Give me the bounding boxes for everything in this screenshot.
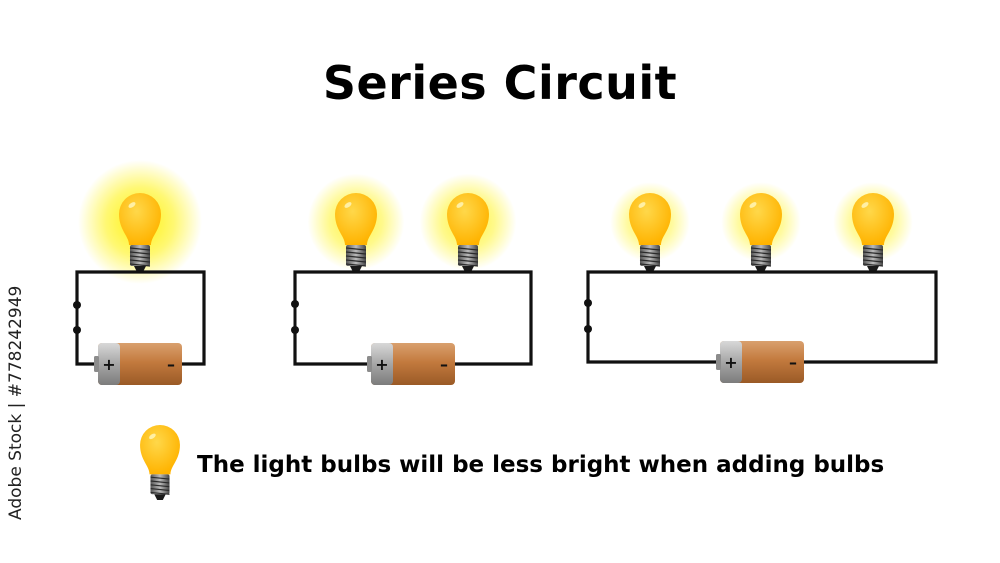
bulb-thread xyxy=(345,251,367,255)
light-bulb-icon xyxy=(78,160,202,284)
bulb-highlight xyxy=(749,202,757,208)
bulb-thread xyxy=(750,259,772,263)
circuit-3-bulb: +– xyxy=(584,182,938,383)
bulb-thread xyxy=(750,263,772,267)
page-title: Series Circuit xyxy=(322,56,678,110)
bulb-highlight xyxy=(149,433,156,440)
light-bulb-icon xyxy=(721,182,801,272)
battery-plus-label: + xyxy=(375,355,388,374)
battery-minus-label: – xyxy=(167,355,175,374)
battery-cap xyxy=(98,343,120,385)
bulb-thread xyxy=(750,255,772,259)
battery-cap xyxy=(720,341,742,383)
battery-terminal xyxy=(367,356,372,372)
bulb-thread xyxy=(457,247,479,251)
bulb-thread xyxy=(129,263,151,267)
bulb-thread xyxy=(862,259,884,263)
battery-terminal xyxy=(716,354,721,370)
bulb-thread xyxy=(639,247,661,251)
light-bulb-icon xyxy=(833,182,913,272)
battery-terminal xyxy=(94,356,99,372)
caption-text: The light bulbs will be less bright when… xyxy=(197,452,885,478)
bulb-thread xyxy=(862,251,884,255)
bulb-highlight xyxy=(128,202,136,208)
bulb-thread xyxy=(150,491,170,495)
battery-plus-label: + xyxy=(724,353,737,372)
circuit-2-bulb: +– xyxy=(291,173,533,385)
battery-icon: +– xyxy=(94,343,182,385)
bulb-highlight xyxy=(861,202,869,208)
bulb-thread xyxy=(150,484,170,488)
bulb-highlight xyxy=(456,202,464,208)
circuit-1-bulb: +– xyxy=(73,160,206,385)
bulb-thread xyxy=(150,488,170,492)
bulb-thread xyxy=(129,251,151,255)
bulb-thread xyxy=(639,263,661,267)
battery-minus-label: – xyxy=(789,353,797,372)
bulb-thread xyxy=(150,480,170,484)
bulb-highlight xyxy=(638,202,646,208)
bulb-thread xyxy=(750,247,772,251)
circuit-wire xyxy=(586,270,938,364)
bulb-glass xyxy=(140,424,180,475)
bulb-thread xyxy=(862,263,884,267)
bulb-thread xyxy=(345,247,367,251)
circuit-wire xyxy=(75,270,206,366)
circuit-wire xyxy=(293,270,533,366)
battery-minus-label: – xyxy=(440,355,448,374)
bulb-thread xyxy=(150,476,170,480)
bulb-tip xyxy=(154,494,166,500)
light-bulb-icon xyxy=(140,424,180,500)
bulb-thread xyxy=(457,259,479,263)
bulb-thread xyxy=(862,247,884,251)
battery-icon: +– xyxy=(716,341,804,383)
battery-icon: +– xyxy=(367,343,455,385)
bulb-thread xyxy=(129,255,151,259)
bulb-thread xyxy=(862,255,884,259)
bulb-thread xyxy=(639,259,661,263)
light-bulb-icon xyxy=(307,173,405,272)
bulb-thread xyxy=(345,263,367,267)
bulb-thread xyxy=(129,259,151,263)
bulb-thread xyxy=(750,251,772,255)
bulb-thread xyxy=(639,255,661,259)
bulb-thread xyxy=(639,251,661,255)
bulb-thread xyxy=(457,255,479,259)
battery-cap xyxy=(371,343,393,385)
bulb-thread xyxy=(345,259,367,263)
light-bulb-icon xyxy=(419,173,517,272)
bulb-highlight xyxy=(344,202,352,208)
watermark-text: Adobe Stock | #778242949 xyxy=(6,285,26,520)
bulb-thread xyxy=(457,251,479,255)
battery-plus-label: + xyxy=(102,355,115,374)
bulb-thread xyxy=(345,255,367,259)
bulb-thread xyxy=(457,263,479,267)
bulb-thread xyxy=(129,247,151,251)
light-bulb-icon xyxy=(610,182,690,272)
